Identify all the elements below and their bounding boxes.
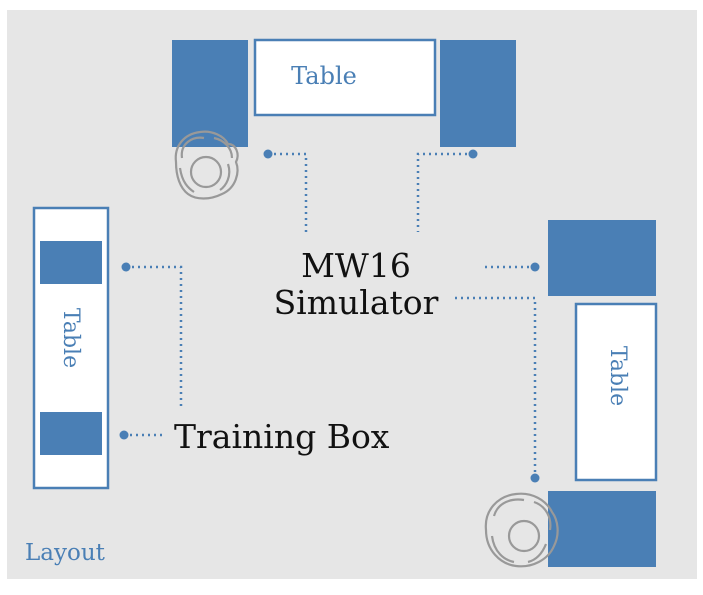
right-table <box>574 302 658 482</box>
right-table-label: Table <box>605 346 630 406</box>
top-left-box <box>172 40 248 147</box>
left-bottom-box <box>40 412 102 455</box>
connector-top-right <box>416 149 478 232</box>
right-bottom-box <box>548 491 656 567</box>
top-table <box>253 38 437 117</box>
simulator-label-line2: Simulator <box>274 283 439 322</box>
connector-left-bottom <box>119 430 166 440</box>
connector-left-top <box>121 262 183 408</box>
training-box-label: Training Box <box>174 417 390 456</box>
connector-right-bottom <box>455 296 540 483</box>
layout-label: Layout <box>25 540 106 566</box>
person-top-view-icon <box>174 130 239 200</box>
left-top-box <box>40 241 102 284</box>
connector-right-top <box>481 262 540 272</box>
simulator-label-line1: MW16 <box>301 246 411 285</box>
top-table-label: Table <box>291 62 357 90</box>
right-top-box <box>548 220 656 296</box>
top-right-box <box>440 40 516 147</box>
left-table-label: Table <box>58 308 83 368</box>
person-top-view-icon <box>484 492 559 568</box>
connector-top-left <box>263 149 308 232</box>
